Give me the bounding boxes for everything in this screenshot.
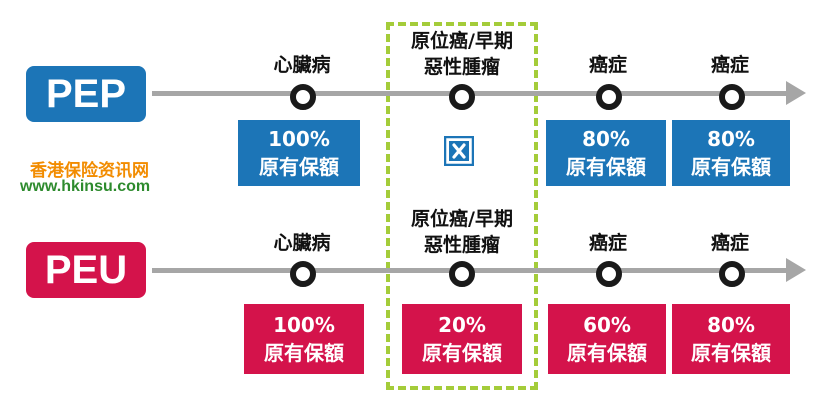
peu-event-heart: 心臟病 xyxy=(273,232,331,254)
peu-payout-early-cancer: 20%原有保額 xyxy=(402,304,522,374)
pep-node-cancer-1 xyxy=(596,84,622,110)
pep-node-early-cancer xyxy=(449,84,475,110)
pep-event-early-cancer: 原位癌/早期 惡性腫瘤 xyxy=(411,30,513,78)
x-box-icon xyxy=(444,136,474,166)
peu-node-heart xyxy=(290,261,316,287)
pep-badge: PEP xyxy=(26,66,146,122)
pep-timeline-arrow xyxy=(786,81,806,105)
peu-payout-cancer-1: 60%原有保額 xyxy=(548,304,666,374)
peu-timeline-arrow xyxy=(786,258,806,282)
pep-payout-cancer-1: 80%原有保額 xyxy=(546,120,666,186)
peu-event-cancer-1: 癌症 xyxy=(588,232,627,254)
peu-badge: PEU xyxy=(26,242,146,298)
peu-node-early-cancer xyxy=(449,261,475,287)
pep-event-cancer-2: 癌症 xyxy=(710,54,749,76)
peu-payout-heart: 100%原有保額 xyxy=(244,304,364,374)
early-cancer-highlight-box xyxy=(386,22,538,390)
peu-node-cancer-2 xyxy=(719,261,745,287)
watermark-url-text: www.hkinsu.com xyxy=(20,178,151,195)
pep-payout-heart: 100%原有保額 xyxy=(238,120,360,186)
pep-event-cancer-1: 癌症 xyxy=(588,54,627,76)
peu-payout-cancer-2: 80%原有保額 xyxy=(672,304,790,374)
peu-event-early-cancer: 原位癌/早期 惡性腫瘤 xyxy=(411,208,513,256)
pep-node-cancer-2 xyxy=(719,84,745,110)
pep-payout-cancer-2: 80%原有保額 xyxy=(672,120,790,186)
peu-node-cancer-1 xyxy=(596,261,622,287)
watermark-cn-text: 香港保险资讯网 xyxy=(30,161,149,181)
pep-event-heart: 心臟病 xyxy=(273,54,331,76)
peu-event-cancer-2: 癌症 xyxy=(710,232,749,254)
pep-node-heart xyxy=(290,84,316,110)
